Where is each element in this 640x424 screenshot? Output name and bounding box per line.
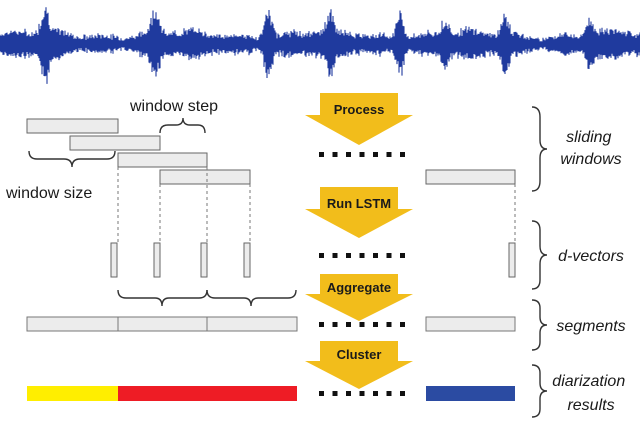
window-step-label: window step: [129, 98, 218, 115]
result-speaker-b: [118, 386, 297, 401]
down-arrow-icon: [305, 93, 413, 145]
ellipsis-dot: [400, 152, 405, 157]
ellipsis-dot: [359, 152, 365, 157]
group-brace-icon: [531, 106, 548, 192]
ellipsis-dot: [346, 322, 351, 327]
ellipsis-dot: [346, 253, 351, 258]
segment-box: [26, 316, 119, 332]
d-vector-bar: [200, 242, 208, 278]
window-box: [425, 169, 516, 185]
d-vector-bar: [508, 242, 516, 278]
ellipsis-dot: [373, 322, 378, 327]
group-brace-icon: [531, 364, 548, 418]
window-to-dvector-guides: [117, 167, 516, 243]
ellipsis-dot: [386, 322, 392, 327]
result-speaker-a: [27, 386, 118, 401]
ellipsis-dot: [346, 391, 351, 396]
ellipsis-dot: [359, 322, 365, 327]
down-arrow-icon: [305, 274, 413, 321]
waveform-trace: [0, 7, 640, 84]
segment-box: [206, 316, 298, 332]
d-vector-bar: [153, 242, 161, 278]
result-speaker-c: [426, 386, 515, 401]
segment-box: [425, 316, 516, 332]
ellipsis-dot: [386, 152, 392, 157]
ellipsis-dot: [400, 322, 405, 327]
ellipsis-dot: [319, 253, 324, 258]
ellipsis-dot: [400, 253, 405, 258]
diarization-results: [27, 386, 515, 401]
ellipsis-dot: [373, 391, 378, 396]
ellipsis-dot: [359, 253, 365, 258]
d-vector-bar: [243, 242, 251, 278]
ellipsis-dot: [373, 152, 378, 157]
ellipsis-dot: [332, 152, 338, 157]
ellipsis-dot: [400, 391, 405, 396]
window-box: [117, 152, 208, 168]
stage-label: Run LSTM: [327, 196, 391, 211]
d-vectors: [110, 242, 516, 278]
window-size-brace-icon: [28, 150, 116, 168]
ellipsis-dot: [319, 322, 324, 327]
stage-label: Cluster: [337, 347, 382, 362]
down-arrow-icon: [305, 187, 413, 238]
window-size-label: window size: [5, 185, 92, 202]
group-brace-icon: [531, 220, 548, 290]
stage-label: Aggregate: [327, 280, 391, 295]
ellipsis-dot: [332, 391, 338, 396]
ellipsis-dot: [373, 253, 378, 258]
ellipsis-dot: [359, 391, 365, 396]
ellipsis-dot: [319, 391, 324, 396]
ellipsis-dot: [332, 322, 338, 327]
d-vector-bar: [110, 242, 118, 278]
ellipsis-dot: [346, 152, 351, 157]
ellipsis-dots: [319, 152, 405, 396]
side-label-segments: segments: [556, 318, 625, 335]
side-label-d-vectors: d-vectors: [558, 248, 624, 265]
aggregate-brace-icon: [117, 289, 208, 307]
down-arrow-icon: [305, 341, 413, 389]
window-box: [159, 169, 251, 185]
ellipsis-dot: [332, 253, 338, 258]
side-label-diarization-results: diarization results: [552, 373, 629, 414]
sliding-windows: [26, 118, 516, 185]
stage-arrow: Cluster: [305, 341, 413, 389]
stage-arrow: Process: [305, 93, 413, 145]
stage-label: Process: [334, 102, 385, 117]
segment-box: [117, 316, 208, 332]
group-brace-icon: [531, 299, 548, 351]
window-box: [69, 135, 161, 151]
stage-arrow: Run LSTM: [305, 187, 413, 238]
ellipsis-dot: [386, 253, 392, 258]
segments: [26, 316, 516, 332]
ellipsis-dot: [386, 391, 392, 396]
window-box: [26, 118, 119, 134]
side-label-sliding-windows: sliding windows: [560, 129, 621, 168]
window-step-brace-icon: [159, 117, 206, 134]
audio-waveform-icon: [0, 7, 640, 84]
stage-arrow: Aggregate: [305, 274, 413, 321]
aggregate-brace-icon: [206, 289, 297, 307]
ellipsis-dot: [319, 152, 324, 157]
